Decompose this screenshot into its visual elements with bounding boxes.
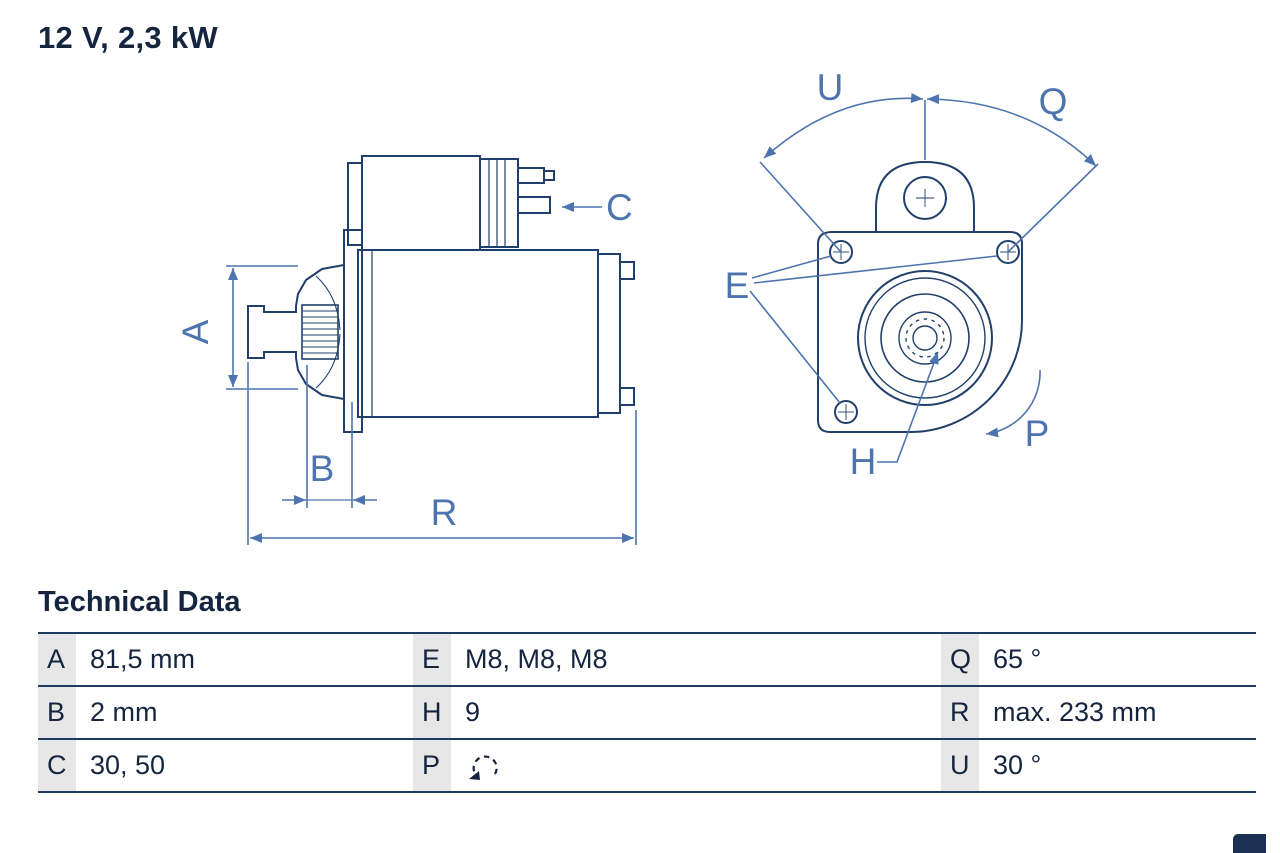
flange-ear <box>875 160 975 232</box>
front-view <box>817 160 1023 433</box>
cell-label-u: U <box>941 740 979 791</box>
pinion-gear <box>301 304 339 360</box>
bolt-holes <box>829 240 1020 424</box>
mounting-flange <box>343 229 363 433</box>
side-view <box>247 155 635 433</box>
cell-label-r: R <box>941 687 979 738</box>
solenoid-cap <box>479 158 519 248</box>
tech-data-heading: Technical Data <box>38 586 241 618</box>
rotation-arrow-p <box>985 369 1041 438</box>
cell-value-h: 9 <box>451 687 941 738</box>
flange-plate <box>817 231 1023 433</box>
page-title: 12 V, 2,3 kW <box>38 20 218 55</box>
dim-label-b: B <box>310 448 335 489</box>
angle-arc-q <box>926 94 1097 167</box>
terminal-stud-top <box>517 167 545 184</box>
leader-lines-e <box>749 255 998 404</box>
cell-value-e: M8, M8, M8 <box>451 634 941 685</box>
tech-data-section: Technical Data A 81,5 mm E M8, M8, M8 Q … <box>38 586 1256 793</box>
terminal-stud-bottom <box>517 196 551 214</box>
cell-label-e: E <box>413 634 451 685</box>
cell-label-q: Q <box>941 634 979 685</box>
table-row: B 2 mm H 9 R max. 233 mm <box>38 687 1256 740</box>
technical-drawing: A B R C <box>175 67 1099 545</box>
commutator-end-cap <box>597 253 621 414</box>
motor-body <box>357 249 599 418</box>
dim-label-e: E <box>725 265 750 306</box>
dim-label-a: A <box>175 319 216 344</box>
cell-value-c: 30, 50 <box>76 740 413 791</box>
brand-mark <box>1233 834 1266 853</box>
cell-value-a: 81,5 mm <box>76 634 413 685</box>
front-dimensions <box>749 93 1099 463</box>
dim-label-h: H <box>850 441 877 482</box>
cell-label-b: B <box>38 687 76 738</box>
cell-value-q: 65 ° <box>979 634 1256 685</box>
cell-label-c: C <box>38 740 76 791</box>
ear-hole <box>903 176 947 220</box>
cell-label-p: P <box>413 740 451 791</box>
table-row: C 30, 50 P U 30 ° <box>38 740 1256 793</box>
solenoid-body <box>361 155 481 251</box>
cell-value-r: max. 233 mm <box>979 687 1256 738</box>
table-row: A 81,5 mm E M8, M8, M8 Q 65 ° <box>38 634 1256 687</box>
cell-value-b: 2 mm <box>76 687 413 738</box>
leader-line-h <box>877 351 939 463</box>
cell-label-h: H <box>413 687 451 738</box>
tech-data-table: A 81,5 mm E M8, M8, M8 Q 65 ° B 2 mm H 9… <box>38 632 1256 793</box>
cell-value-p <box>451 740 941 791</box>
dim-label-u: U <box>817 67 844 108</box>
angle-arc-u <box>763 93 924 159</box>
rotation-direction-icon <box>465 750 505 782</box>
dim-label-p: P <box>1025 413 1050 454</box>
side-dimensions <box>226 202 637 545</box>
bore-circles <box>857 270 993 406</box>
cell-value-u: 30 ° <box>979 740 1256 791</box>
dim-label-r: R <box>431 492 458 533</box>
spline-teeth-circle <box>905 318 945 358</box>
cell-label-a: A <box>38 634 76 685</box>
solenoid-bracket <box>347 162 363 246</box>
dim-label-q: Q <box>1039 81 1068 122</box>
dim-label-c: C <box>606 187 633 228</box>
drive-end-housing <box>247 264 345 400</box>
